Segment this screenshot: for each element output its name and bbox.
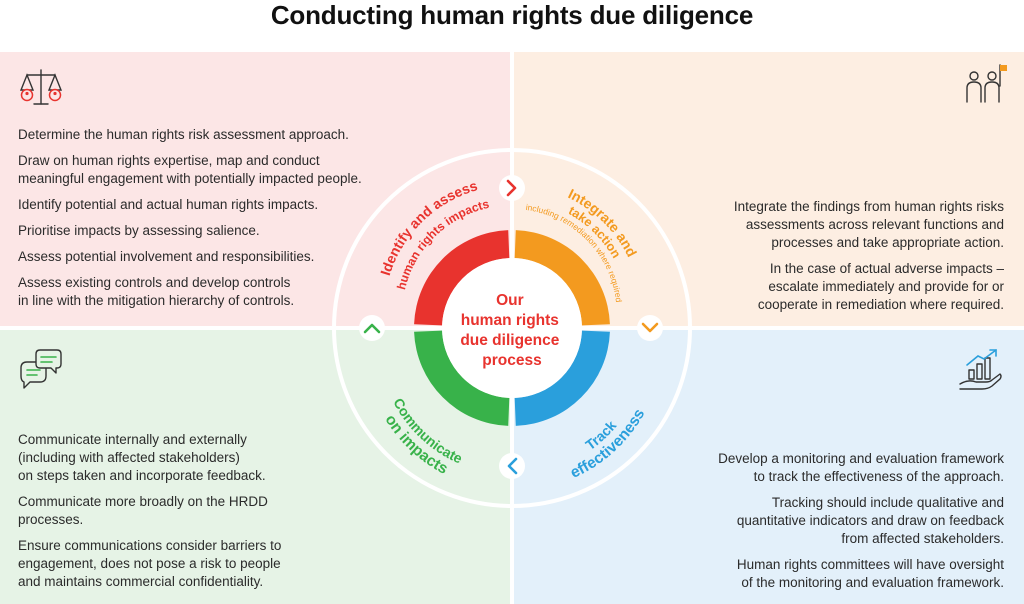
center-line: due diligence bbox=[460, 332, 559, 349]
segment-track bbox=[514, 330, 610, 426]
communicate-paragraph: Communicate internally and externally (i… bbox=[18, 432, 266, 483]
identify-paragraph: Draw on human rights expertise, map and … bbox=[18, 153, 362, 186]
chevron-right-icon bbox=[499, 175, 525, 201]
chevron-up-icon bbox=[359, 315, 385, 341]
chevron-down-icon bbox=[637, 315, 663, 341]
segment-communicate bbox=[414, 330, 510, 426]
page-title: Conducting human rights due diligence bbox=[270, 0, 754, 30]
center-line: process bbox=[482, 352, 541, 369]
scales-icon bbox=[19, 69, 63, 105]
integrate-paragraph: In the case of actual adverse impacts – … bbox=[757, 261, 1004, 312]
identify-description: Determine the human rights risk assessme… bbox=[18, 126, 408, 318]
communicate-description: Communicate internally and externally (i… bbox=[18, 431, 348, 599]
track-paragraph: Tracking should include qualitative and … bbox=[736, 495, 1004, 546]
track-paragraph: Human rights committees will have oversi… bbox=[736, 557, 1004, 590]
identify-paragraph: Determine the human rights risk assessme… bbox=[18, 127, 349, 142]
svg-text:effectiveness: effectiveness bbox=[568, 406, 648, 482]
segment-integrate bbox=[514, 230, 610, 326]
identify-paragraph: Identify potential and actual human righ… bbox=[18, 197, 319, 212]
donut-center bbox=[442, 258, 582, 398]
speech-bubbles-icon bbox=[20, 349, 62, 389]
integrate-paragraph: Integrate the findings from human rights… bbox=[733, 199, 1004, 250]
track-paragraph: Develop a monitoring and evaluation fram… bbox=[718, 451, 1004, 484]
chevron-left-icon bbox=[499, 453, 525, 479]
phase-track-line2: effectiveness bbox=[568, 406, 648, 482]
identify-paragraph: Prioritise impacts by assessing salience… bbox=[18, 223, 260, 238]
communicate-paragraph: Communicate more broadly on the HRDD pro… bbox=[18, 494, 268, 527]
communicate-paragraph: Ensure communications consider barriers … bbox=[18, 538, 282, 589]
segment-identify bbox=[414, 230, 510, 326]
center-line: human rights bbox=[461, 312, 559, 329]
identify-paragraph: Assess potential involvement and respons… bbox=[18, 249, 315, 264]
track-description: Develop a monitoring and evaluation fram… bbox=[674, 450, 1004, 600]
integrate-description: Integrate the findings from human rights… bbox=[674, 198, 1004, 322]
growth-hand-icon bbox=[959, 349, 1002, 390]
identify-paragraph: Assess existing controls and develop con… bbox=[18, 275, 295, 308]
svg-text:Our human rights due d: Our human rights due diligence process bbox=[460, 292, 563, 369]
people-flag-icon bbox=[966, 64, 1007, 103]
center-line: Our bbox=[496, 292, 524, 309]
